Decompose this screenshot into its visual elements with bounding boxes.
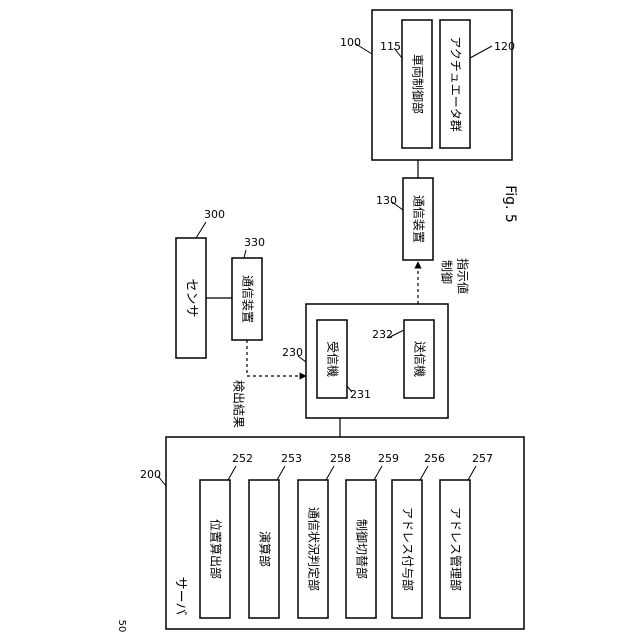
position-calc-label: 位置算出部 [209, 519, 224, 579]
computation-label: 演算部 [258, 531, 273, 567]
sensor-comm-device: 通信装置 330 [232, 236, 265, 340]
sensor-comm-device-ref: 330 [244, 236, 265, 249]
comm-status-judge-ref: 258 [330, 452, 351, 465]
position-calc-ref: 252 [232, 452, 253, 465]
vehicle-comm-device-label: 通信装置 [412, 195, 426, 243]
control-command-label-line1: 制御 [440, 260, 455, 284]
comm-status-judge-label: 通信状況判定部 [307, 507, 322, 591]
address-assign-label: アドレス付与部 [401, 507, 416, 591]
control-command-label-line2: 指示値 [456, 258, 471, 294]
comm-status-judge-block: 通信状況判定部 258 [298, 452, 351, 618]
receiver-ref: 231 [350, 388, 371, 401]
address-assign-ref: 256 [424, 452, 445, 465]
vehicle-block: 100 [340, 10, 512, 160]
actuator-group: アクチュエータ群 120 [440, 20, 515, 148]
vehicle-ref: 100 [340, 36, 361, 49]
address-manage-block: アドレス管理部 257 [440, 452, 493, 618]
vehicle-control-unit-ref: 115 [380, 40, 401, 53]
page-number: 50 [116, 620, 127, 633]
address-manage-label: アドレス管理部 [449, 507, 464, 591]
control-switch-label: 制御切替部 [355, 519, 370, 579]
detection-result-label: 検出結果 [232, 380, 246, 428]
computation-ref: 253 [281, 452, 302, 465]
receiver-label: 受信機 [326, 341, 341, 377]
control-switch-block: 制御切替部 259 [346, 452, 399, 618]
vehicle-control-unit-label: 車両制御部 [411, 54, 426, 114]
address-assign-block: アドレス付与部 256 [392, 452, 445, 618]
actuator-group-ref: 120 [494, 40, 515, 53]
vehicle-comm-device: 通信装置 130 [376, 178, 433, 260]
address-manage-ref: 257 [472, 452, 493, 465]
actuator-group-label: アクチュエータ群 [449, 36, 463, 131]
sensor-ref: 300 [204, 208, 225, 221]
server-block: サーバ 200 [140, 437, 524, 629]
transmitter-block: 送信機 232 [372, 320, 434, 398]
server-ref: 200 [140, 468, 161, 481]
position-calc-block: 位置算出部 252 [200, 452, 253, 618]
receiver-block: 受信機 231 [317, 320, 371, 401]
figure-label: Fig. 5 [502, 185, 518, 223]
server-label: サーバ [173, 577, 188, 616]
transmitter-label: 送信機 [413, 341, 428, 377]
transmitter-ref: 232 [372, 328, 393, 341]
sensor-block: センサ 300 [176, 208, 225, 358]
vehicle-control-unit: 車両制御部 115 [380, 20, 432, 148]
sensor-comm-device-label: 通信装置 [241, 275, 255, 323]
sensor-label: センサ [184, 278, 199, 317]
vehicle-comm-device-ref: 130 [376, 194, 397, 207]
computation-block: 演算部 253 [249, 452, 302, 618]
control-switch-ref: 259 [378, 452, 399, 465]
